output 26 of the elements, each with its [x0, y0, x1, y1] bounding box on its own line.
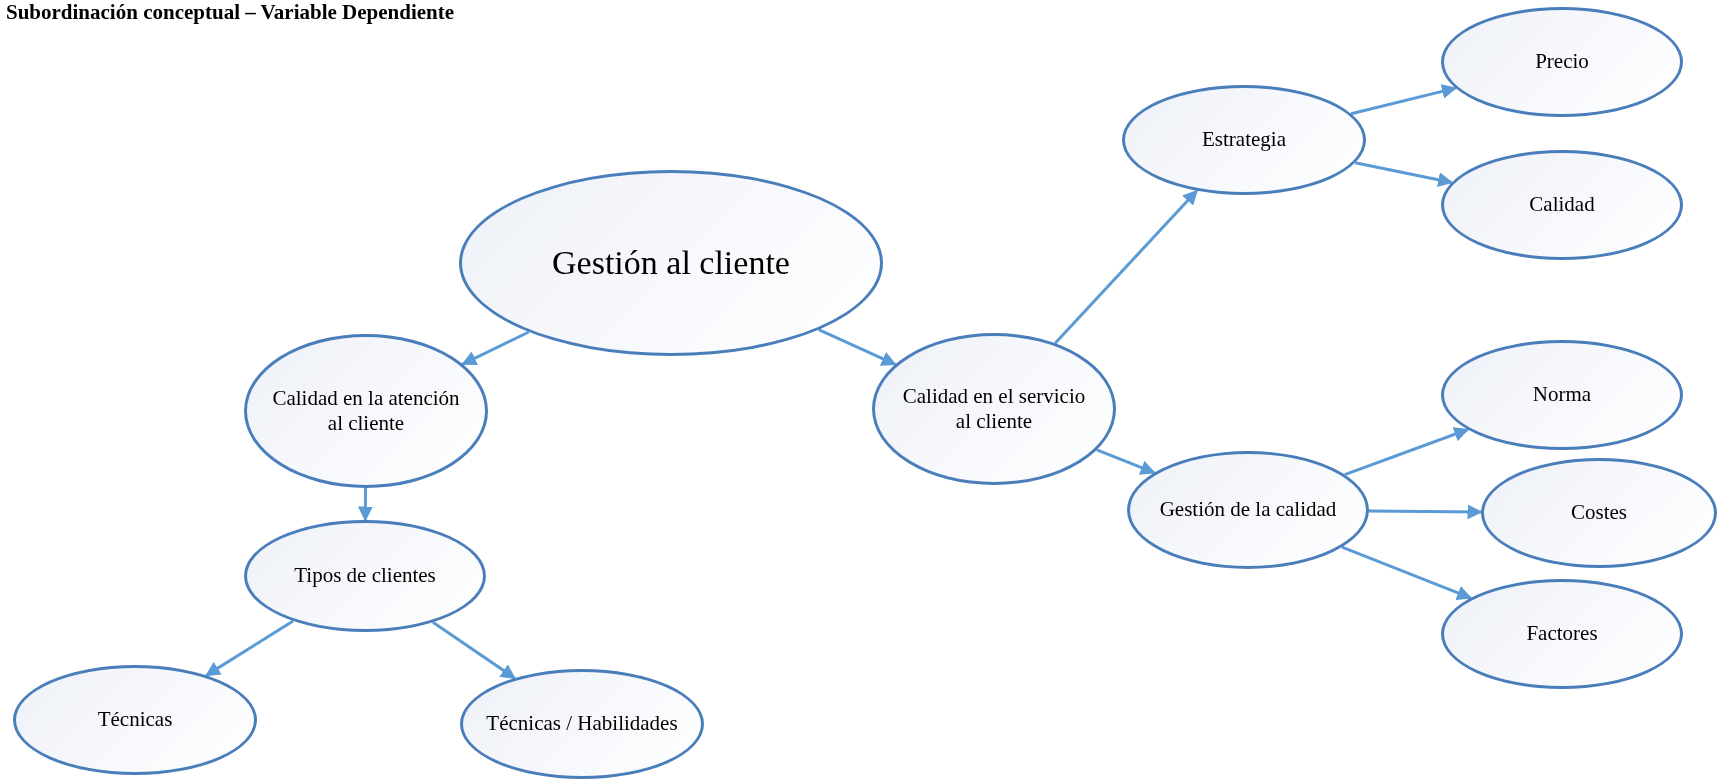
node-label: Precio: [1535, 49, 1589, 75]
diagram-title: Subordinación conceptual – Variable Dependiente: [6, 0, 455, 25]
node-label: Calidad en el servicio al cliente: [901, 383, 1087, 435]
node-label: Estrategia: [1202, 127, 1286, 153]
arrow: [357, 488, 373, 522]
node-label: Factores: [1526, 621, 1598, 647]
node-label: Gestión de la calidad: [1159, 497, 1337, 523]
node-label: Técnicas / Habilidades: [486, 711, 678, 737]
node-label: Calidad: [1529, 192, 1595, 218]
node-label: Norma: [1532, 382, 1592, 408]
node-label: Costes: [1571, 500, 1627, 526]
arrow: [818, 328, 897, 366]
arrow: [1096, 448, 1156, 475]
node-label: Tipos de clientes: [294, 563, 436, 589]
arrow: [205, 619, 294, 677]
node-label: Gestión al cliente: [552, 242, 790, 283]
arrow: [461, 330, 530, 366]
node-label: Calidad en la atención al cliente: [271, 385, 461, 437]
arrow: [1350, 84, 1457, 116]
arrow: [1354, 161, 1454, 188]
arrow: [1344, 427, 1470, 476]
arrow: [1054, 189, 1198, 345]
arrow: [432, 621, 516, 680]
arrow: [1368, 504, 1483, 520]
arrow: [1341, 545, 1473, 600]
node-label: Técnicas: [97, 707, 173, 733]
